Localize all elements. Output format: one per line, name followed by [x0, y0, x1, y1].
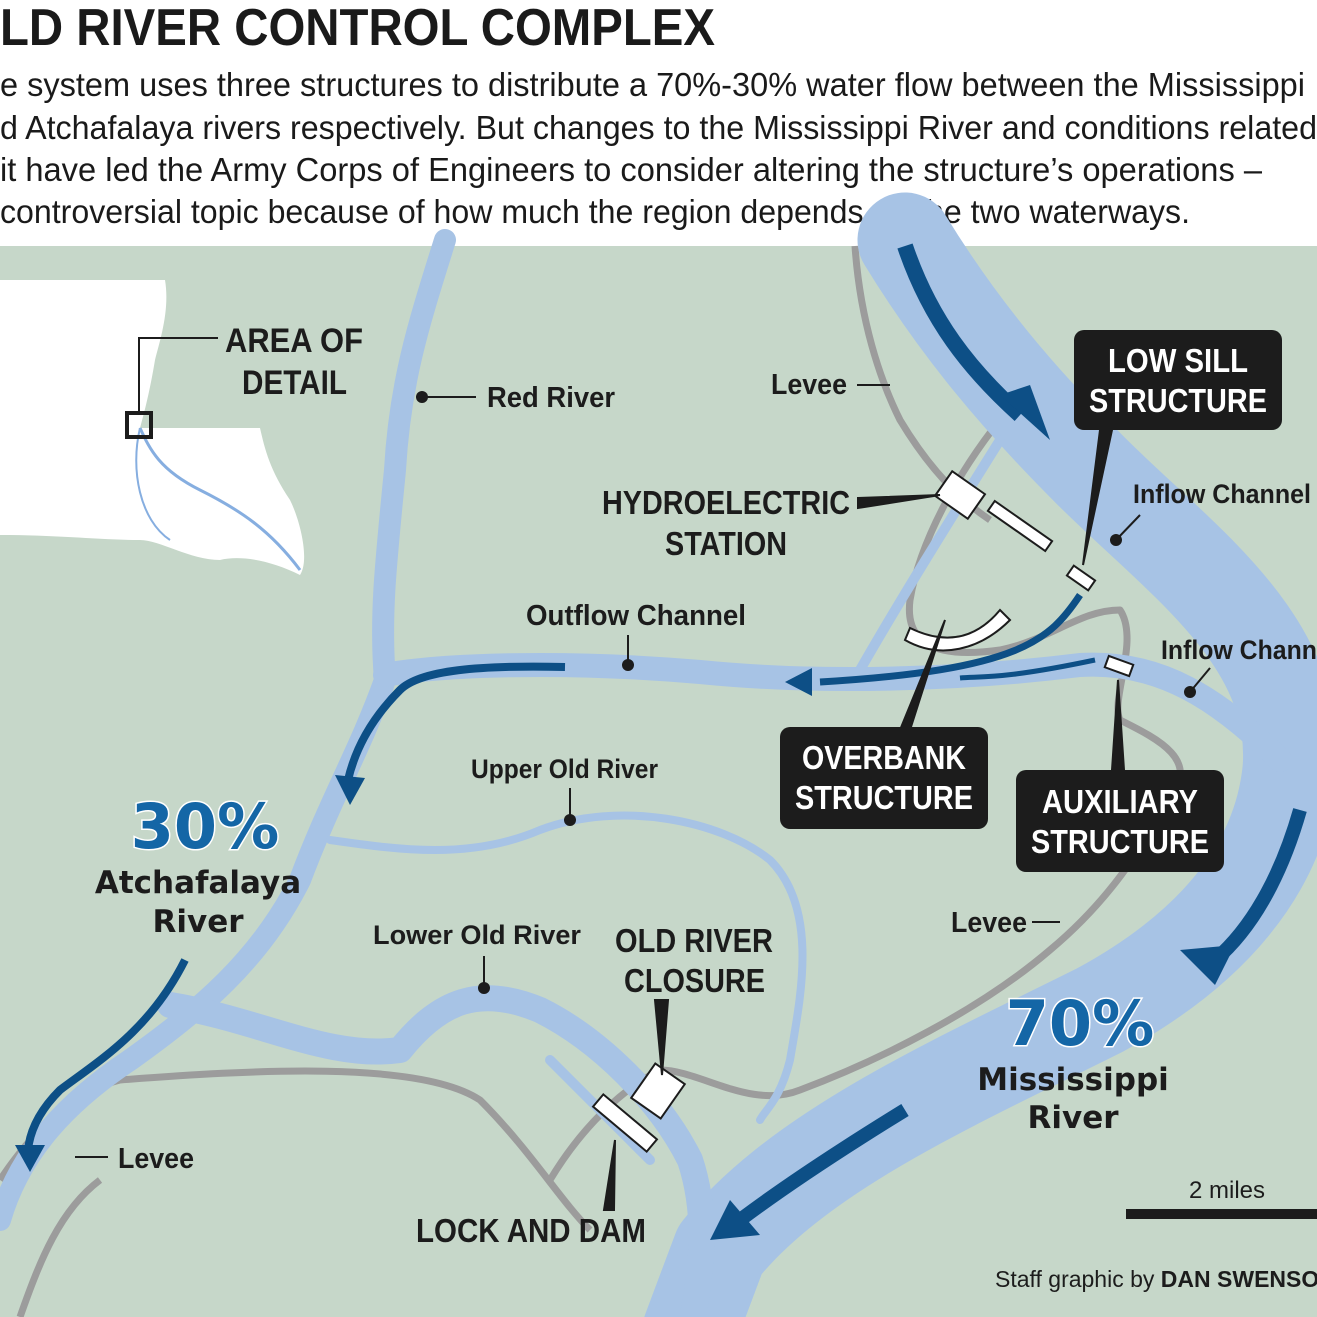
- area-of-detail-label-2: DETAIL: [242, 364, 347, 402]
- svg-text:STRUCTURE: STRUCTURE: [1031, 823, 1209, 860]
- atchafalaya-name-2: River: [152, 904, 244, 940]
- structures: [591, 469, 1135, 1154]
- lock-and-dam-marker: [591, 1092, 659, 1154]
- body-line-2: d Atchafalaya rivers respectively. But c…: [0, 109, 1317, 146]
- atchafalaya-flow: 30% Atchafalaya River: [95, 789, 301, 941]
- flow-arrows: [15, 243, 1307, 1240]
- mississippi-name-2: River: [1027, 1100, 1119, 1136]
- levees: [0, 245, 1184, 1317]
- lock-and-dam-label: LOCK AND DAM: [416, 1212, 646, 1249]
- auxiliary-structure-marker: [1103, 654, 1135, 678]
- map-labels: Red River Levee Inflow Channel Inflow Ch…: [118, 369, 1317, 1249]
- scale-label: 2 miles: [1189, 1177, 1265, 1204]
- hydroelectric-label-1: HYDROELECTRIC: [602, 484, 850, 521]
- upper-old-river: [326, 811, 807, 1124]
- old-river-closure-marker: [629, 1062, 687, 1120]
- lower-old-river: [157, 985, 715, 1317]
- hydroelectric-label-2: STATION: [665, 525, 787, 562]
- atchafalaya-name-1: Atchafalaya: [95, 865, 301, 901]
- levee-right-label: Levee: [951, 907, 1027, 939]
- lower-old-river-label: Lower Old River: [373, 920, 581, 950]
- body-line-4: controversial topic because of how much …: [0, 193, 1190, 230]
- svg-text:AUXILIARY: AUXILIARY: [1042, 783, 1198, 820]
- svg-text:OVERBANK: OVERBANK: [802, 739, 966, 776]
- old-river-closure-label-1: OLD RIVER: [615, 922, 773, 959]
- svg-text:LOW SILL: LOW SILL: [1108, 342, 1248, 379]
- old-river-closure-label-2: CLOSURE: [624, 962, 765, 999]
- levee-top-label: Levee: [771, 369, 847, 401]
- page-title: LD RIVER CONTROL COMPLEX: [0, 0, 715, 57]
- outflow-channel-label: Outflow Channel: [526, 600, 746, 632]
- inflow-channel-label-2: Inflow Chann: [1161, 635, 1317, 665]
- svg-text:STRUCTURE: STRUCTURE: [1089, 382, 1267, 419]
- low-sill-structure-marker: [1065, 564, 1097, 592]
- red-river-label: Red River: [487, 382, 615, 414]
- area-of-detail-label-1: AREA OF: [225, 322, 363, 360]
- upper-old-river-label: Upper Old River: [471, 754, 658, 784]
- low-sill-structure-box: LOW SILL STRUCTURE: [1074, 330, 1282, 430]
- levee-left-label: Levee: [118, 1143, 194, 1175]
- mississippi-flow: 70% Mississippi River: [977, 986, 1169, 1137]
- credit: Staff graphic by DAN SWENSO: [995, 1266, 1317, 1292]
- inflow-channel-label-1: Inflow Channel: [1133, 479, 1311, 509]
- overbank-structure-box: OVERBANK STRUCTURE: [780, 727, 988, 829]
- auxiliary-structure-box: AUXILIARY STRUCTURE: [1016, 770, 1224, 872]
- overbank-structure-marker: [903, 608, 1012, 652]
- outflow-connector: [855, 435, 1005, 675]
- inset-map: AREA OF DETAIL: [0, 280, 363, 575]
- body-line-3: it have led the Army Corps of Engineers …: [0, 151, 1263, 188]
- mississippi-name-1: Mississippi: [977, 1062, 1169, 1098]
- body-line-1: e system uses three structures to distri…: [0, 66, 1305, 103]
- scale-bar: 2 miles: [1126, 1177, 1317, 1219]
- svg-text:STRUCTURE: STRUCTURE: [795, 779, 973, 816]
- mississippi-percent: 70%: [1006, 987, 1154, 1060]
- atchafalaya-percent: 30%: [131, 790, 279, 863]
- header: LD RIVER CONTROL COMPLEX e system uses t…: [0, 0, 1317, 246]
- louisiana-shape: [0, 280, 305, 575]
- hydroelectric-station-marker: [933, 469, 987, 521]
